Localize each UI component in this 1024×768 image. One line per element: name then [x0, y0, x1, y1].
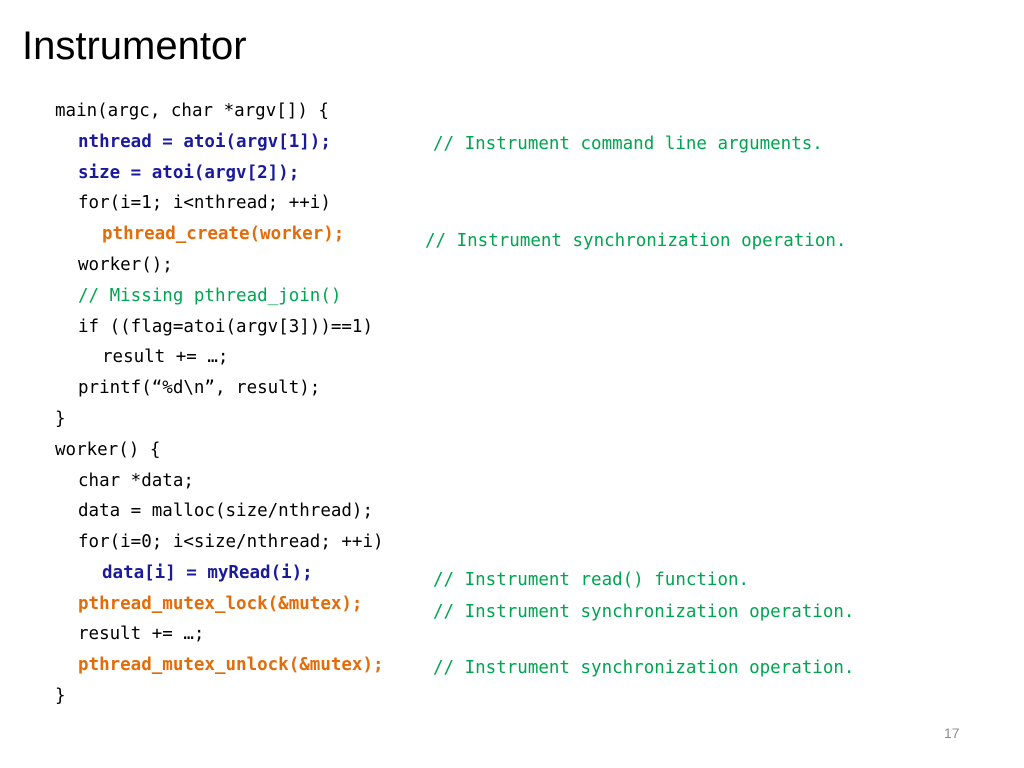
comment-sync-unlock: // Instrument synchronization operation. — [433, 658, 855, 678]
code-line: result += …; — [102, 347, 229, 367]
code-line: printf(“%d\n”, result); — [78, 378, 321, 398]
code-line: for(i=1; i<nthread; ++i) — [78, 193, 331, 213]
code-line: result += …; — [78, 624, 205, 644]
code-line: } — [55, 409, 66, 429]
code-line: pthread_mutex_unlock(&mutex); — [78, 655, 384, 675]
comment-sync-lock: // Instrument synchronization operation. — [433, 602, 855, 622]
code-line: worker() { — [55, 440, 161, 460]
code-line: pthread_create(worker); — [102, 224, 345, 244]
code-line: for(i=0; i<size/nthread; ++i) — [78, 532, 384, 552]
code-line: // Missing pthread_join() — [78, 286, 342, 306]
slide-title: Instrumentor — [22, 24, 247, 68]
code-line: worker(); — [78, 255, 173, 275]
code-line: size = atoi(argv[2]); — [78, 163, 300, 183]
code-line: nthread = atoi(argv[1]); — [78, 132, 331, 152]
code-line: if ((flag=atoi(argv[3]))==1) — [78, 317, 374, 337]
slide-number: 17 — [944, 725, 960, 741]
code-line: char *data; — [78, 471, 194, 491]
comment-sync-create: // Instrument synchronization operation. — [425, 231, 847, 251]
code-line: } — [55, 686, 66, 706]
code-line: data[i] = myRead(i); — [102, 563, 313, 583]
comment-cmd-args: // Instrument command line arguments. — [433, 134, 823, 154]
code-line: main(argc, char *argv[]) { — [55, 101, 329, 121]
comment-read-fn: // Instrument read() function. — [433, 570, 750, 590]
code-line: pthread_mutex_lock(&mutex); — [78, 594, 363, 614]
code-line: data = malloc(size/nthread); — [78, 501, 374, 521]
